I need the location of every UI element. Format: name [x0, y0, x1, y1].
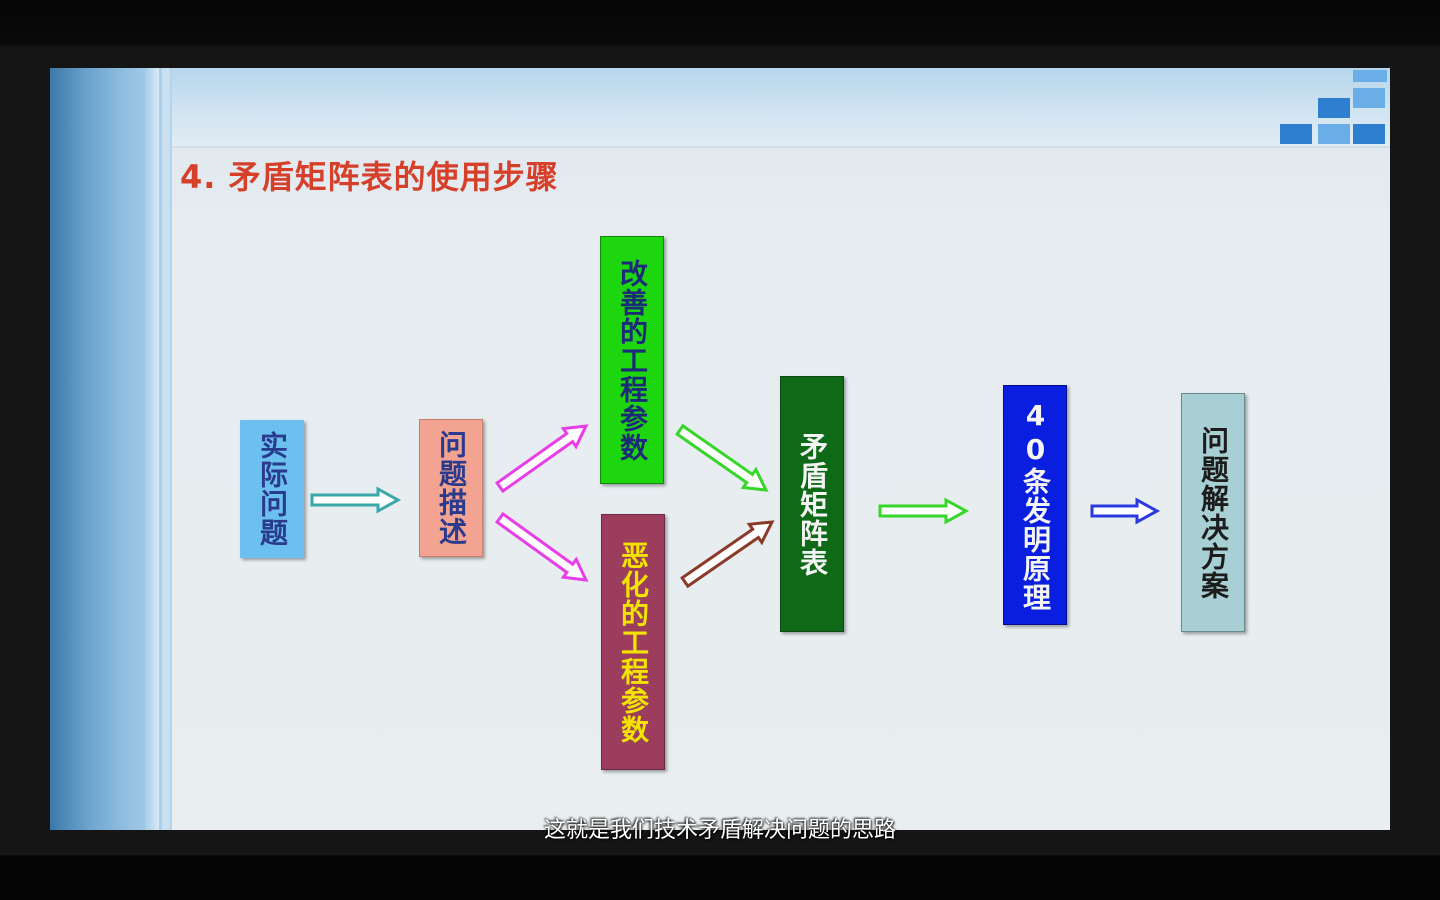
deco-square	[1280, 124, 1312, 144]
deco-square	[1353, 124, 1385, 144]
slide-left-stripe	[145, 68, 159, 830]
node-problem-description: 问题描述	[419, 419, 483, 557]
node-problem-solution: 问题解决方案	[1181, 393, 1245, 632]
slide-header-band	[172, 68, 1390, 148]
arrow-problem-description-to-improving-parameter	[495, 424, 589, 494]
arrow-worsening-parameter-to-contradiction-matrix	[680, 520, 775, 589]
arrow-inventive-principles-to-problem-solution	[1090, 497, 1161, 525]
deco-square	[1353, 70, 1387, 82]
arrow-actual-problem-to-problem-description	[310, 486, 402, 514]
node-inventive-principles: 40条发明原理	[1003, 385, 1067, 625]
deco-square	[1318, 124, 1350, 144]
video-subtitle: 这就是我们技术矛盾解决问题的思路	[543, 818, 896, 843]
deco-square	[1318, 98, 1350, 118]
slide-left-stripe	[162, 68, 170, 830]
slide-title: 4. 矛盾矩阵表的使用步骤	[180, 158, 559, 196]
arrow-improving-parameter-to-contradiction-matrix	[675, 423, 769, 492]
slide: 4. 矛盾矩阵表的使用步骤	[50, 68, 1390, 830]
slide-header-rule	[172, 146, 1390, 148]
node-actual-problem: 实际问题	[240, 420, 304, 558]
node-worsening-parameter: 恶化的工程参数	[601, 514, 665, 770]
arrow-problem-description-to-worsening-parameter	[494, 511, 589, 582]
node-contradiction-matrix: 矛盾矩阵表	[780, 376, 844, 632]
arrow-contradiction-matrix-to-inventive-principles	[878, 497, 970, 525]
deco-square	[1353, 88, 1385, 108]
node-improving-parameter: 改善的工程参数	[600, 236, 664, 484]
